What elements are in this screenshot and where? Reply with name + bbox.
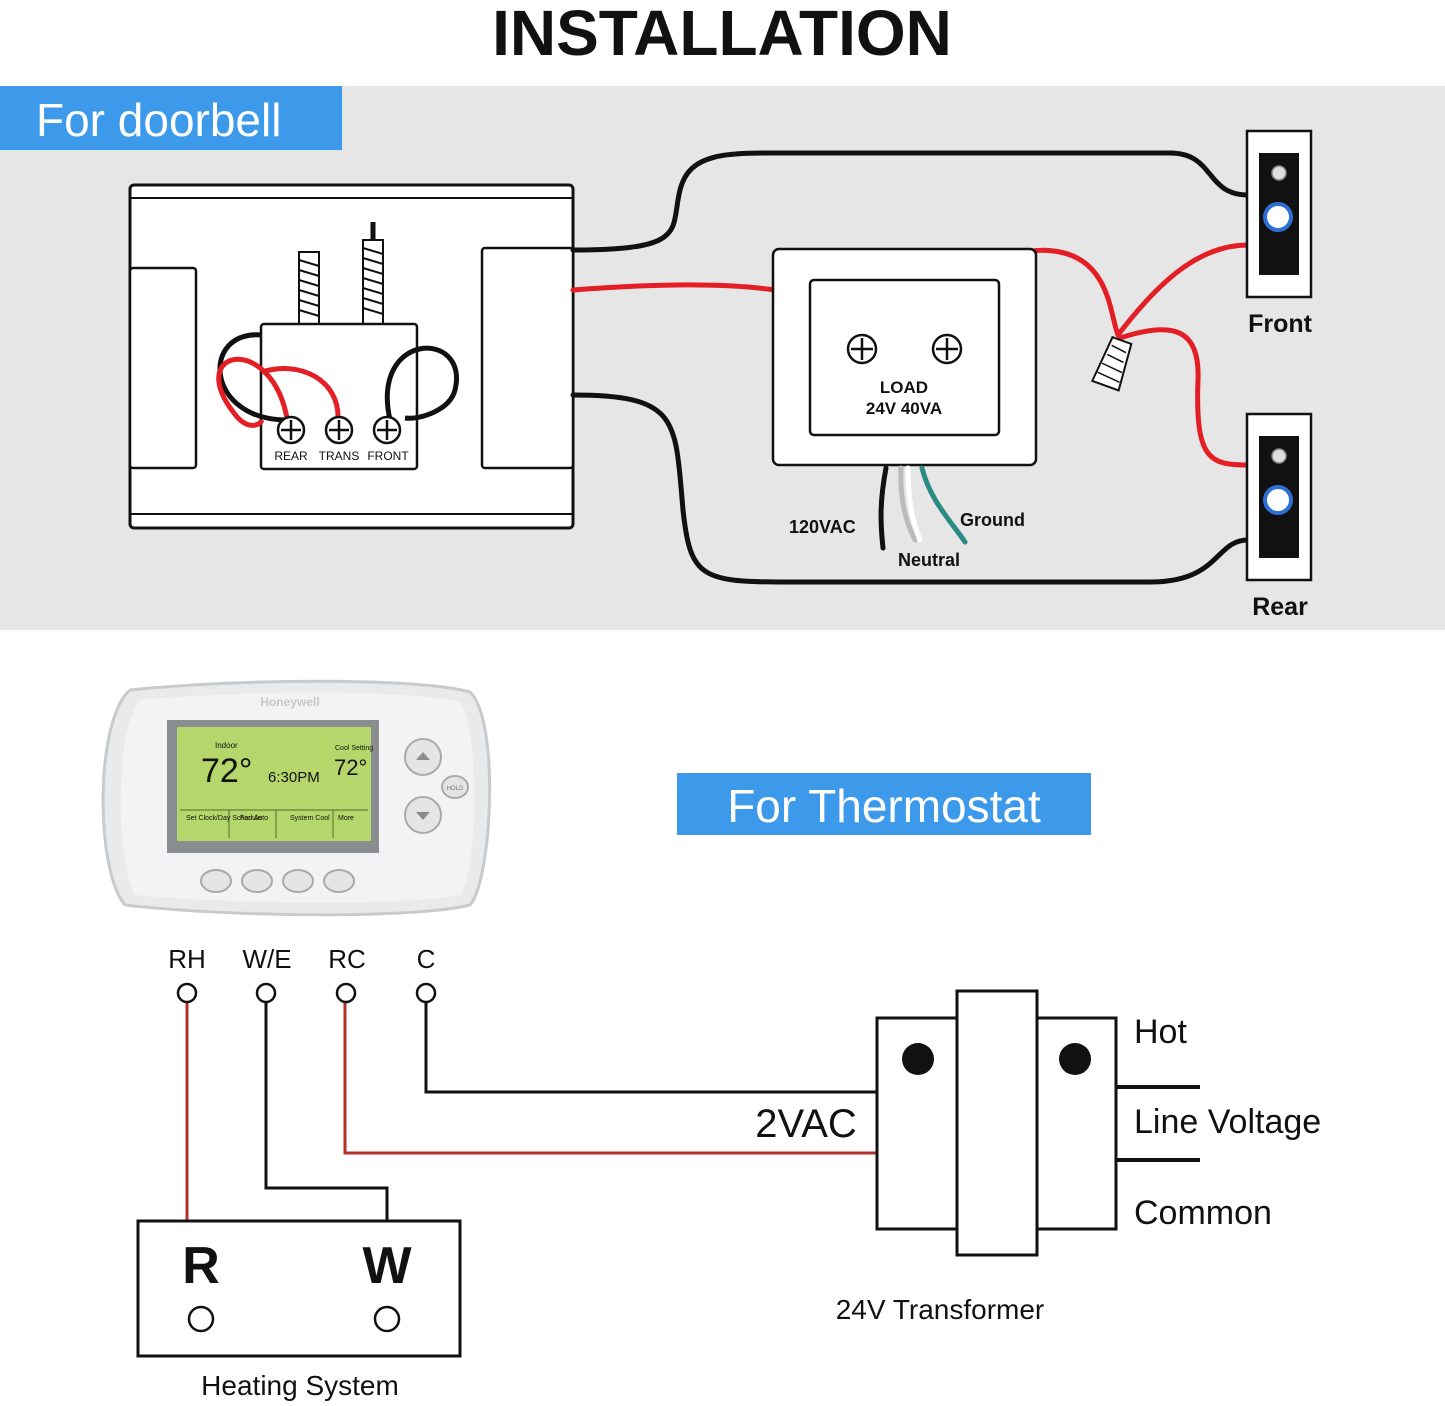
doorbell-section-label: For doorbell (36, 94, 281, 146)
chime-red-loop (261, 366, 341, 421)
doorbell-button-front (1245, 129, 1313, 299)
wire-c (424, 1003, 877, 1094)
doorbell-front-label: Front (1248, 310, 1313, 338)
heating-terminal-r: R (182, 1237, 220, 1295)
wire-rc (343, 1003, 877, 1155)
chime-terminal-front: FRONT (367, 449, 409, 463)
thermostat-terminal-points (176, 982, 437, 1004)
wire-neutral-label: Neutral (898, 550, 960, 570)
line-common-label: Common (1134, 1194, 1272, 1232)
wire-we (264, 1003, 389, 1221)
doorbell-wires (570, 150, 1251, 585)
terminal-c-label: C (417, 944, 436, 974)
wire-red-rear (1117, 327, 1251, 468)
transformer-load-label: LOAD (880, 378, 928, 397)
doorbell-transformer: LOAD 24V 40VA (771, 247, 1038, 467)
up-arrow-icon (416, 752, 430, 760)
lcd-menu-system: System Cool (290, 815, 330, 822)
chime-terminal-rear: REAR (274, 449, 308, 463)
lcd-indoor-temp: 72° (201, 752, 252, 790)
wire-black-front (570, 150, 1251, 253)
lcd-menu-set: Set Clock/Day Schedule (186, 815, 262, 822)
terminal-we-label: W/E (242, 944, 291, 974)
lcd-menu-more: More (338, 815, 354, 822)
line-hot-label: Hot (1134, 1013, 1187, 1051)
lcd-time: 6:30PM (268, 769, 320, 786)
chime-terminal-block (259, 322, 419, 471)
transformer-rating-label: 24V 40VA (866, 399, 942, 418)
doorbell-rear-label: Rear (1252, 593, 1308, 621)
thermostat-wires (185, 1003, 877, 1221)
lcd-set-temp: 72° (334, 755, 367, 780)
page-title: INSTALLATION (492, 0, 952, 69)
chime-terminal-trans: TRANS (319, 449, 360, 463)
terminal-rc-label: RC (328, 944, 366, 974)
hold-label: HOLD (447, 786, 464, 792)
wire-ground-label: Ground (960, 510, 1025, 530)
wire-red-front (1115, 242, 1251, 338)
thermostat-transformer (875, 989, 1200, 1257)
wire-black-rear (570, 392, 1251, 585)
thermostat-section-badge (677, 773, 1091, 835)
heating-system: R W (136, 1219, 462, 1358)
transformer-label: 24V Transformer (836, 1294, 1045, 1325)
thermostat-device: Honeywell Indoor 72° 6:30PM Cool Setting… (101, 679, 492, 917)
doorbell-button-rear (1245, 412, 1313, 582)
terminal-rh-label: RH (168, 944, 206, 974)
chime-plunger-left (298, 251, 320, 325)
lcd-cool-setting-label: Cool Setting (335, 745, 373, 752)
chime-plunger-right (362, 222, 384, 325)
down-arrow-icon (416, 812, 430, 820)
chime-right-tab (480, 246, 575, 470)
doorbell-section-badge (0, 86, 342, 150)
wire-voltage-label: 2VAC (755, 1102, 857, 1146)
heating-terminal-w: W (362, 1237, 412, 1295)
line-voltage-label: Line Voltage (1134, 1103, 1321, 1141)
door-chime: REAR TRANS FRONT (128, 183, 575, 530)
doorbell-push-icon (1263, 202, 1293, 232)
heating-system-label: Heating System (201, 1370, 399, 1401)
chime-left-tab (128, 266, 198, 470)
lcd-indoor-label: Indoor (215, 741, 238, 750)
transformer-leads (878, 465, 968, 551)
lcd-menu-fan: Fan Auto (240, 815, 268, 822)
doorbell-push-icon (1263, 485, 1293, 515)
thermostat-lcd (177, 727, 371, 841)
thermostat-brand: Honeywell (260, 695, 319, 709)
wire-120vac-label: 120VAC (789, 517, 856, 537)
thermostat-hold-button (441, 775, 469, 799)
wire-nut (1090, 335, 1133, 392)
thermostat-soft-buttons (200, 869, 355, 893)
thermostat-section-label: For Thermostat (727, 780, 1041, 832)
